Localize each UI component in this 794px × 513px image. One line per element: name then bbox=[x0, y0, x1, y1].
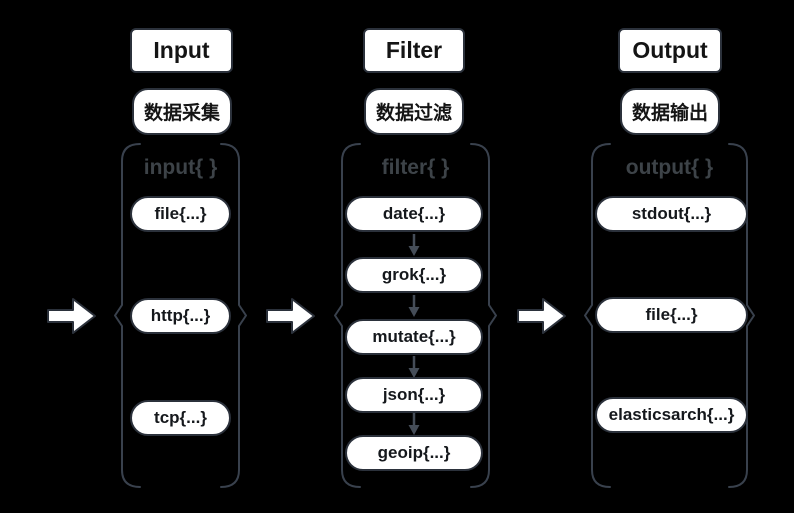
output-plugin-elasticsarch: elasticsarch{...} bbox=[595, 397, 748, 433]
input-plugin-http: http{...} bbox=[130, 298, 231, 334]
filter-subtitle-badge: 数据过滤 bbox=[364, 88, 464, 135]
filter-brace-frame-icon bbox=[334, 143, 497, 488]
flow-arrow-right-icon bbox=[47, 298, 96, 334]
input-block-label: input{ } bbox=[143, 156, 218, 179]
input-subtitle-badge: 数据采集 bbox=[132, 88, 232, 135]
chain-arrow-down-icon bbox=[408, 234, 420, 256]
chain-arrow-down-icon bbox=[408, 413, 420, 435]
output-subtitle-badge: 数据输出 bbox=[620, 88, 720, 135]
filter-plugin-grok: grok{...} bbox=[345, 257, 483, 293]
input-plugin-file: file{...} bbox=[130, 196, 231, 232]
output-brace-frame-icon bbox=[584, 143, 755, 488]
flow-arrow-right-icon bbox=[266, 298, 315, 334]
filter-plugin-date: date{...} bbox=[345, 196, 483, 232]
filter-plugin-json: json{...} bbox=[345, 377, 483, 413]
filter-stage-title: Filter bbox=[363, 28, 465, 73]
filter-plugin-geoip: geoip{...} bbox=[345, 435, 483, 471]
chain-arrow-down-icon bbox=[408, 295, 420, 317]
output-plugin-stdout: stdout{...} bbox=[595, 196, 748, 232]
flow-arrow-right-icon bbox=[517, 298, 566, 334]
filter-plugin-mutate: mutate{...} bbox=[345, 319, 483, 355]
output-plugin-file: file{...} bbox=[595, 297, 748, 333]
output-block-label: output{ } bbox=[625, 156, 714, 179]
filter-block-label: filter{ } bbox=[381, 156, 450, 179]
input-plugin-tcp: tcp{...} bbox=[130, 400, 231, 436]
chain-arrow-down-icon bbox=[408, 356, 420, 378]
output-stage-title: Output bbox=[618, 28, 722, 73]
input-brace-frame-icon bbox=[114, 143, 247, 488]
input-stage-title: Input bbox=[130, 28, 233, 73]
